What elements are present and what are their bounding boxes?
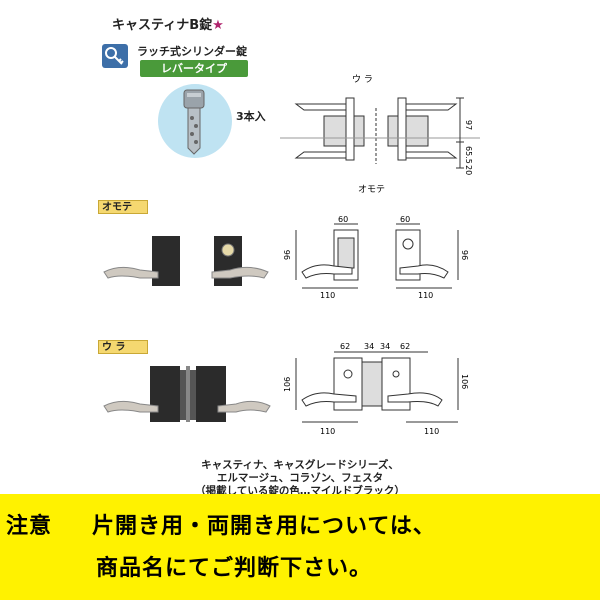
omote-section-tag: オモテ xyxy=(98,200,148,214)
dim-ura-l1: 110 xyxy=(320,427,335,436)
lever-type-badge: レバータイプ xyxy=(140,60,248,77)
dim-ura-34b: 34 xyxy=(380,342,390,351)
ura-photo xyxy=(103,366,271,422)
lock-type-subtitle: ラッチ式シリンダー錠 xyxy=(137,45,247,58)
product-title: キャスティナB錠★ xyxy=(112,14,224,33)
warning-banner xyxy=(0,494,600,600)
dim-ura-l2: 110 xyxy=(424,427,439,436)
compatibility-caption: キャスティナ、キャスグレードシリーズ、 エルマージュ、コラゾン、フェスタ （掲載… xyxy=(160,459,440,498)
star-icon: ★ xyxy=(212,18,224,33)
key-count: 3本入 xyxy=(236,110,266,123)
caption-line-2: エルマージュ、コラゾン、フェスタ xyxy=(216,472,384,484)
omote-drawing-label: オモテ xyxy=(358,184,385,195)
dim-omote-l1: 110 xyxy=(320,291,335,300)
dim-ura-h2: 106 xyxy=(460,374,469,389)
dim-ura-62a: 62 xyxy=(340,342,350,351)
key-icon xyxy=(102,44,128,68)
dim-omote-l2: 110 xyxy=(418,291,433,300)
warning-label: 注意 xyxy=(6,514,53,539)
dim-ura-62b: 62 xyxy=(400,342,410,351)
omote-photo xyxy=(103,236,269,286)
warning-text-1: 片開き用・両開き用については、 xyxy=(92,514,436,539)
dim-20: 20 xyxy=(464,165,473,175)
dim-omote-h2: 96 xyxy=(460,250,469,260)
ura-dimension-drawing: 62 34 34 62 106 106 110 110 xyxy=(283,342,469,436)
dim-97: 97 xyxy=(464,120,473,130)
ura-drawing-label: ウ ラ xyxy=(352,74,373,85)
dim-omote-w1: 60 xyxy=(338,216,348,224)
product-title-text: キャスティナB錠 xyxy=(112,18,213,33)
dim-65-5: 65.5 xyxy=(464,146,473,164)
key-illustration xyxy=(158,84,232,158)
dim-ura-34a: 34 xyxy=(364,342,374,351)
warning-line-1: 注意 片開き用・両開き用については、 xyxy=(6,508,436,540)
dim-ura-h1: 106 xyxy=(283,377,292,392)
ura-section-tag: ウ ラ xyxy=(98,340,148,354)
caption-line-1: キャスティナ、キャスグレードシリーズ、 xyxy=(201,459,399,471)
top-view-drawing: ウ ラ 97 65.5 20 オモテ xyxy=(280,74,480,195)
warning-line-2: 商品名にてご判断下さい。 xyxy=(96,556,373,581)
dim-omote-w2: 60 xyxy=(400,216,410,224)
dim-omote-h1: 96 xyxy=(283,250,292,260)
omote-dimension-drawing: 60 96 110 60 96 110 xyxy=(283,216,469,300)
